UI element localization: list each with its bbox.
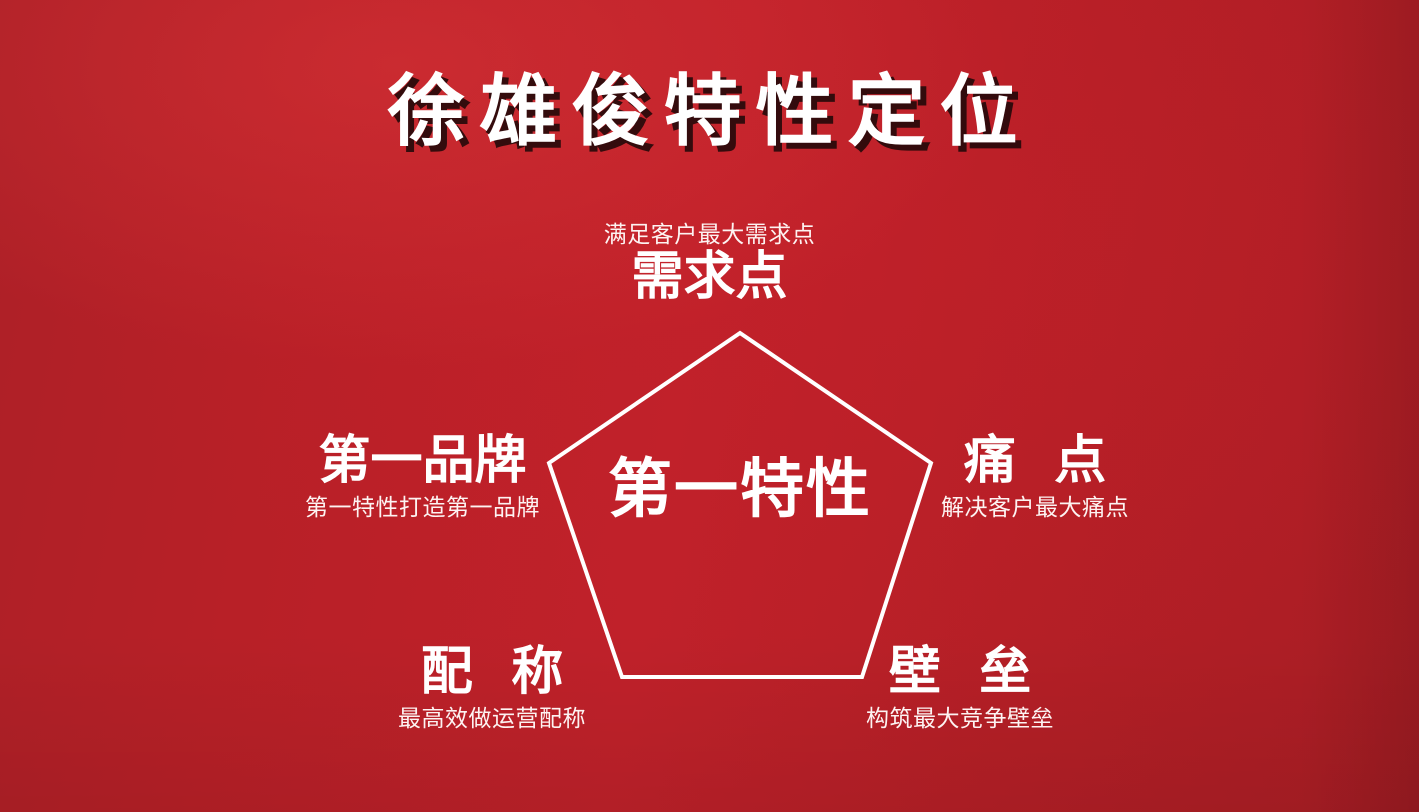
pentagon-center-label: 第一特性 (608, 453, 872, 525)
node-bottom-left-subtitle: 最高效做运营配称 (398, 704, 586, 731)
node-left-subtitle: 第一特性打造第一品牌 (305, 493, 540, 520)
node-bottom-right-subtitle: 构筑最大竞争壁垒 (866, 704, 1054, 731)
node-bottom-right-label: 壁 垒 (888, 643, 1044, 701)
node-left-label: 第一品牌 (318, 432, 527, 490)
node-bottom-right-barrier: 壁 垒 构筑最大竞争壁垒 (866, 645, 1054, 730)
node-right-subtitle: 解决客户最大痛点 (941, 493, 1129, 520)
node-top-subtitle: 满足客户最大需求点 (603, 221, 816, 247)
node-top-demand: 满足客户最大需求点 需求点 (604, 222, 816, 305)
node-bottom-left-matching: 配 称 最高效做运营配称 (398, 645, 586, 730)
node-bottom-left-label: 配 称 (420, 643, 576, 701)
pentagon-shape (546, 330, 934, 679)
node-top-label: 需求点 (631, 248, 788, 307)
node-right-painpoint: 痛 点 解决客户最大痛点 (941, 434, 1129, 519)
page-title: 徐雄俊特性定位 (387, 67, 1032, 155)
node-left-first-brand: 第一品牌 第一特性打造第一品牌 (305, 434, 540, 519)
node-right-label: 痛 点 (963, 432, 1119, 490)
